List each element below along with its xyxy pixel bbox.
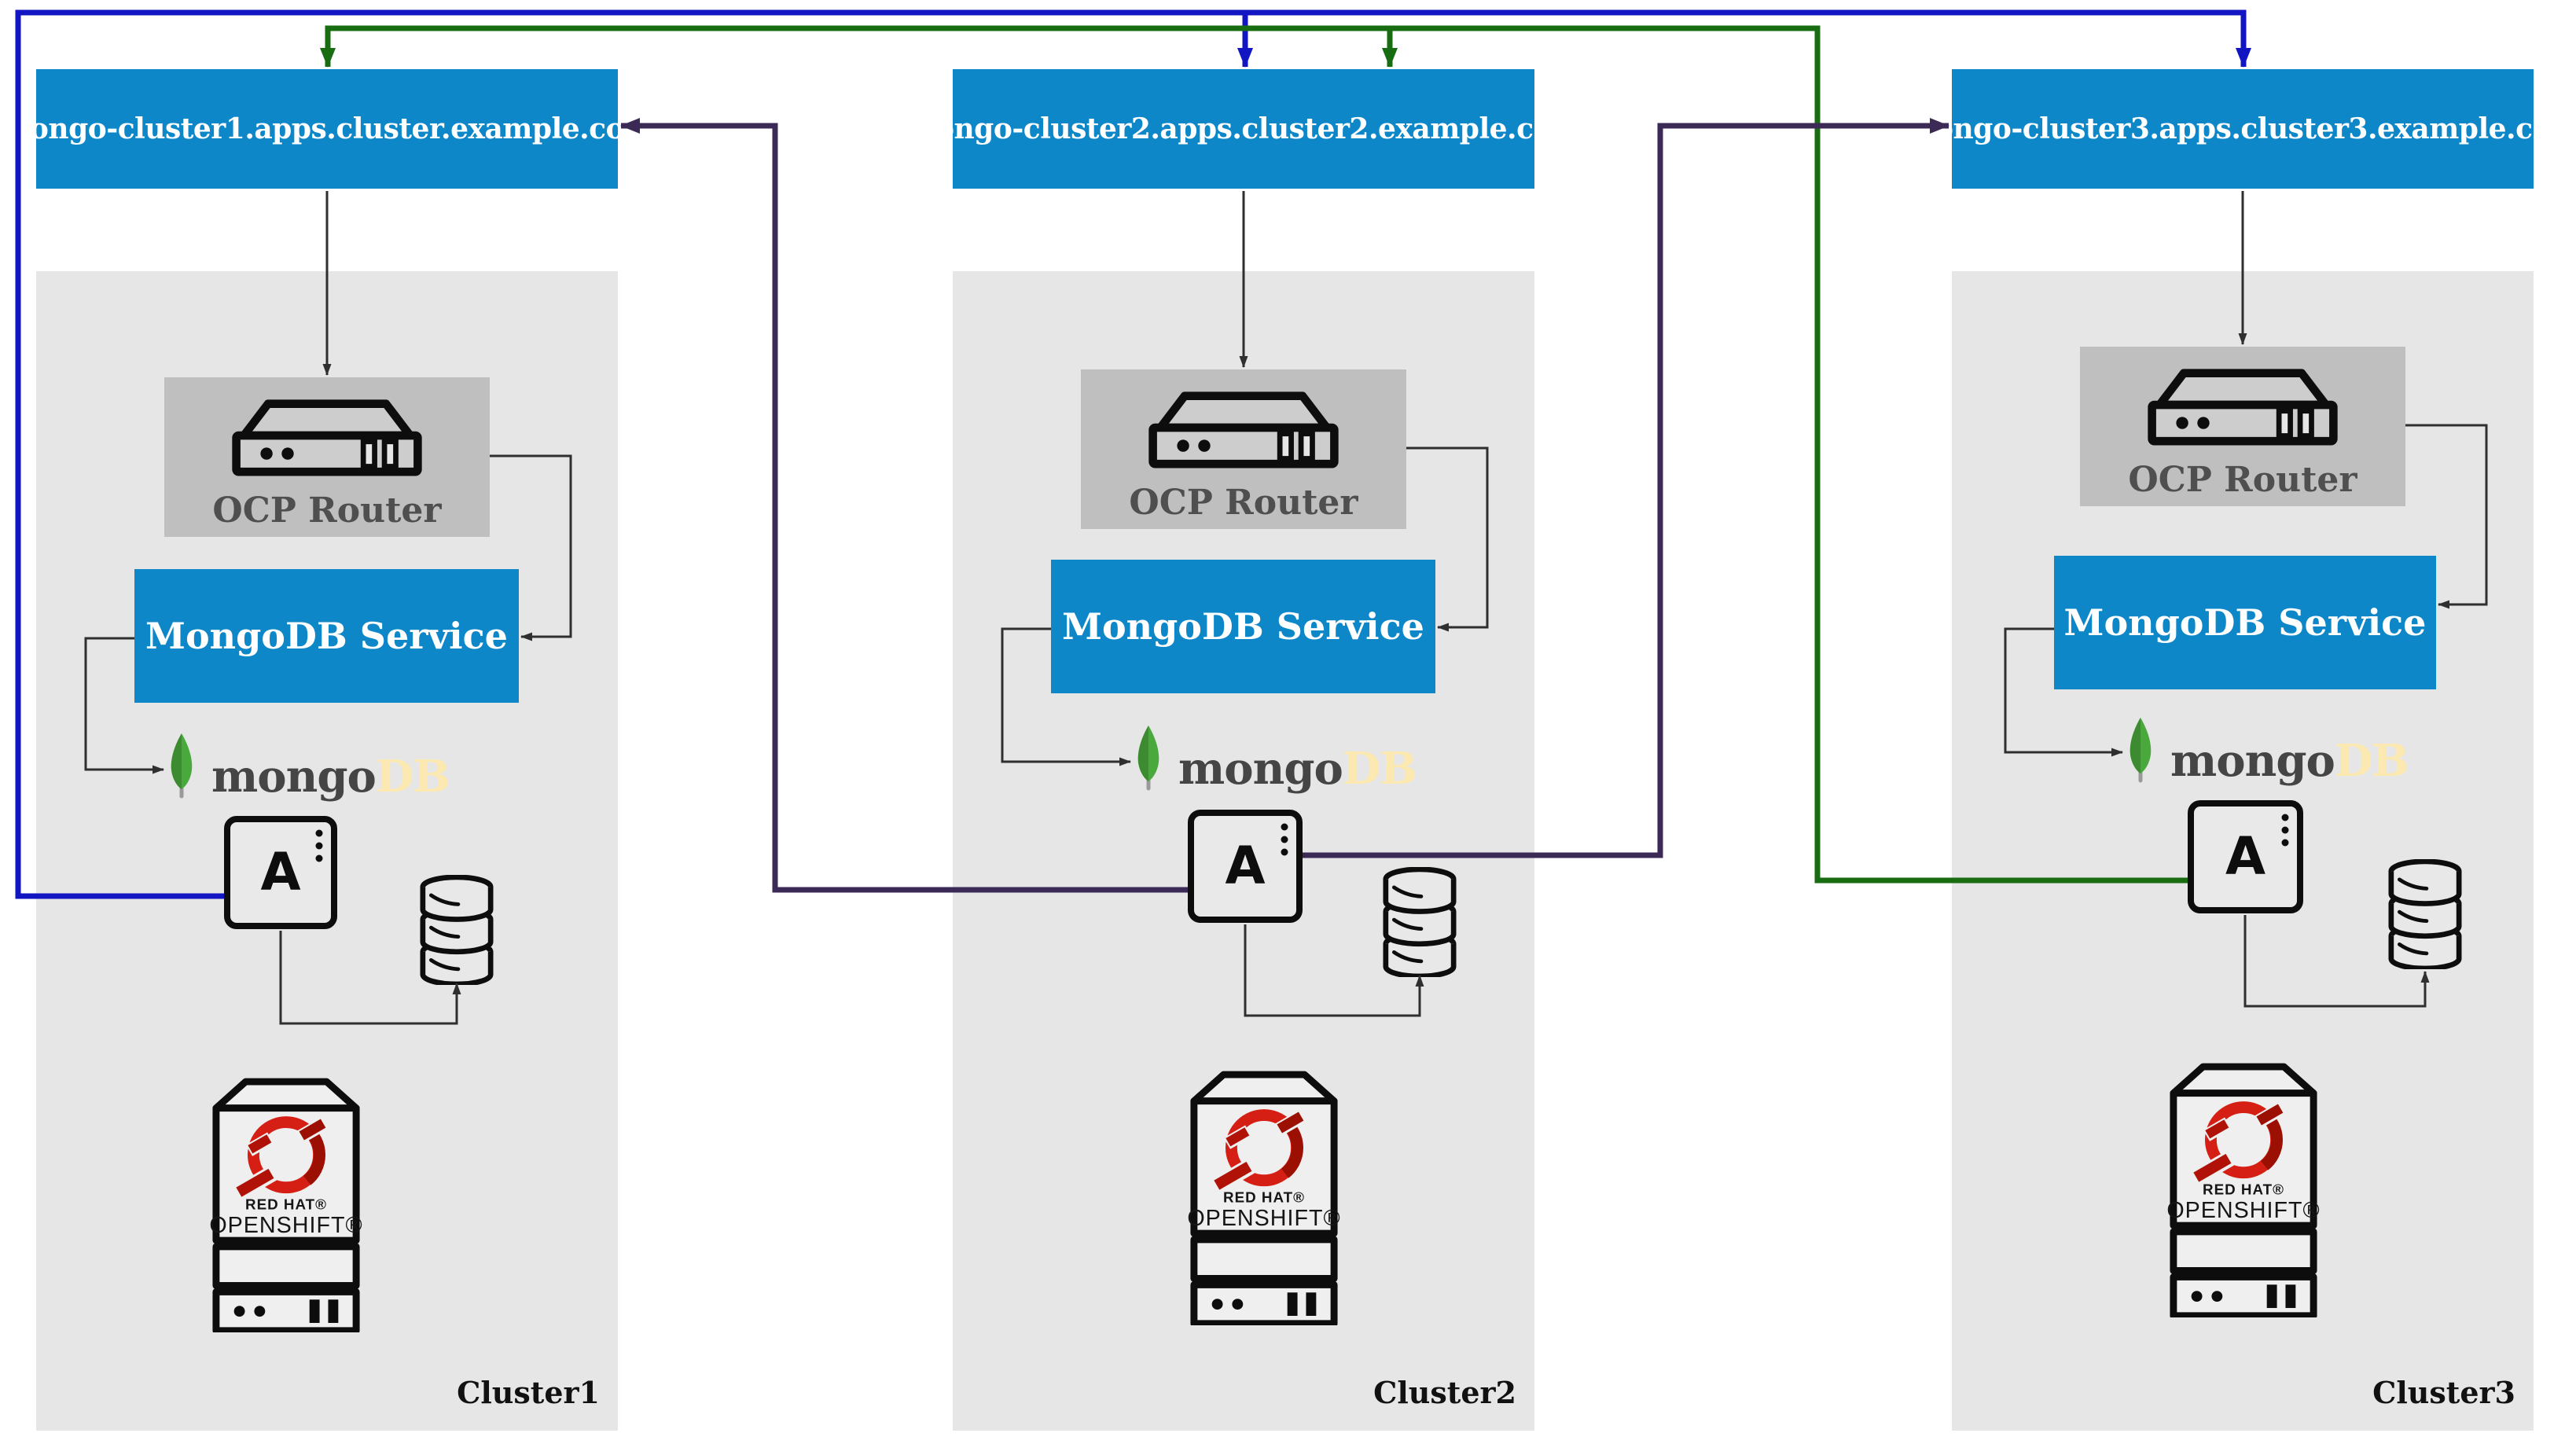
route-box-cluster3: mongo-cluster3.apps.cluster3.example.com [1905,69,2576,189]
mongodb-leaf-icon [1137,726,1159,791]
ocp-router-node: OCP Router [164,377,490,537]
database-icon [2388,859,2462,969]
openshift-logo-icon [233,1116,329,1201]
application-letter: A [1225,836,1266,896]
service-label: MongoDB Service [145,615,508,657]
redhat-brand-text: RED HAT® [245,1196,327,1212]
application-menu-dots-icon [1281,823,1288,856]
openshift-product-text: OPENSHIFT® [1187,1206,1340,1231]
router-label: OCP Router [2128,460,2357,500]
database-icon [420,875,494,985]
openshift-tower-icon: RED HAT® OPENSHIFT® [209,1078,362,1332]
cluster-name-label: Cluster2 [1373,1375,1516,1410]
mongodb-wordmark: mongoDB [2170,735,2409,787]
service-label: MongoDB Service [2063,601,2427,644]
ocp-router-node: OCP Router [2080,347,2405,506]
mongodb-service-node: MongoDB Service [1051,560,1435,693]
redhat-brand-text: RED HAT® [1223,1189,1305,1205]
mongodb-leaf-icon [2130,718,2152,783]
redhat-brand-text: RED HAT® [2203,1181,2284,1197]
cluster-name-label: Cluster1 [457,1375,600,1410]
router-label: OCP Router [212,491,442,531]
ocp-router-node: OCP Router [1081,369,1406,529]
mongodb-service-node: MongoDB Service [134,569,519,703]
router-label: OCP Router [1129,483,1358,523]
route-hostname: mongo-cluster1.apps.cluster.example.com [0,112,654,145]
openshift-tower-icon: RED HAT® OPENSHIFT® [1187,1071,1340,1325]
openshift-product-text: OPENSHIFT® [209,1213,362,1238]
application-letter: A [2225,826,2266,887]
openshift-logo-icon [2191,1101,2286,1186]
application-menu-dots-icon [2281,814,2289,847]
openshift-tower-icon: RED HAT® OPENSHIFT® [2166,1063,2320,1317]
router-icon [232,399,422,476]
application-letter: A [260,842,301,902]
cluster1-panel: OCP Router MongoDB Service mongoDB A [36,271,618,1431]
application-node: A [224,816,337,929]
mongodb-wordmark: mongoDB [1178,743,1417,795]
cluster-name-label: Cluster3 [2372,1375,2515,1410]
openshift-product-text: OPENSHIFT® [2166,1198,2320,1223]
route-box-cluster1: mongo-cluster1.apps.cluster.example.com [0,69,654,189]
route-box-cluster2: mongo-cluster2.apps.cluster2.example.com [906,69,1582,189]
mongodb-leaf-icon [171,733,193,799]
service-label: MongoDB Service [1062,605,1424,648]
cluster2-panel: OCP Router MongoDB Service mongoDB A [953,271,1534,1431]
route-hostname: mongo-cluster2.apps.cluster2.example.com [906,112,1582,145]
mongodb-logo: mongoDB [2126,717,2409,783]
openshift-logo-icon [1211,1109,1306,1194]
database-icon [1383,867,1457,977]
mongodb-service-node: MongoDB Service [2054,556,2436,689]
mongodb-logo: mongoDB [167,733,450,799]
application-menu-dots-icon [315,829,323,862]
router-icon [2148,369,2338,446]
mongodb-wordmark: mongoDB [211,751,450,803]
route-hostname: mongo-cluster3.apps.cluster3.example.com [1905,112,2576,145]
mongodb-logo: mongoDB [1134,725,1417,791]
application-node: A [1188,810,1303,923]
router-icon [1148,391,1339,468]
application-node: A [2188,800,2303,913]
cluster3-panel: OCP Router MongoDB Service mongoDB A [1952,271,2534,1431]
